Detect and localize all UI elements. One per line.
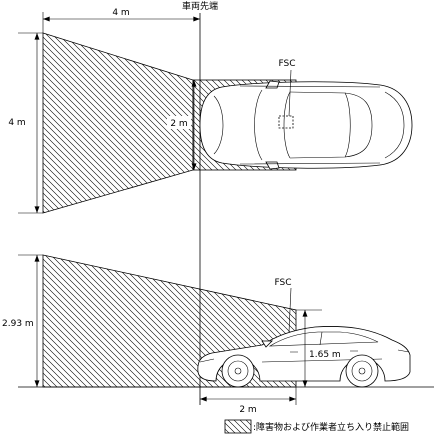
camera-height-label: 1.65 m bbox=[309, 350, 341, 360]
legend-text: :障害物および作業者立ち入り禁止範囲 bbox=[253, 421, 409, 433]
rear-wheel bbox=[345, 354, 379, 388]
fsc-camera-marker-top bbox=[278, 115, 294, 129]
top-box-label: 2 m bbox=[170, 119, 187, 129]
top-height-label: 4 m bbox=[8, 118, 25, 128]
vehicle-top-view bbox=[199, 80, 413, 170]
side-height-label: 2.93 m bbox=[2, 319, 34, 329]
fsc-leader-line-side bbox=[288, 287, 292, 333]
fsc-label-top: FSC bbox=[278, 59, 295, 69]
top-box-label-background bbox=[167, 116, 191, 129]
fsc-label-side: FSC bbox=[274, 278, 291, 288]
front-wheel bbox=[221, 354, 255, 388]
fsc-leader-line-top bbox=[288, 69, 292, 117]
vehicle-front-label: 車両先端 bbox=[182, 0, 218, 12]
side-length-label: 2 m bbox=[239, 405, 256, 415]
legend-hatch-swatch bbox=[224, 419, 252, 434]
top-width-label: 4 m bbox=[112, 8, 129, 18]
